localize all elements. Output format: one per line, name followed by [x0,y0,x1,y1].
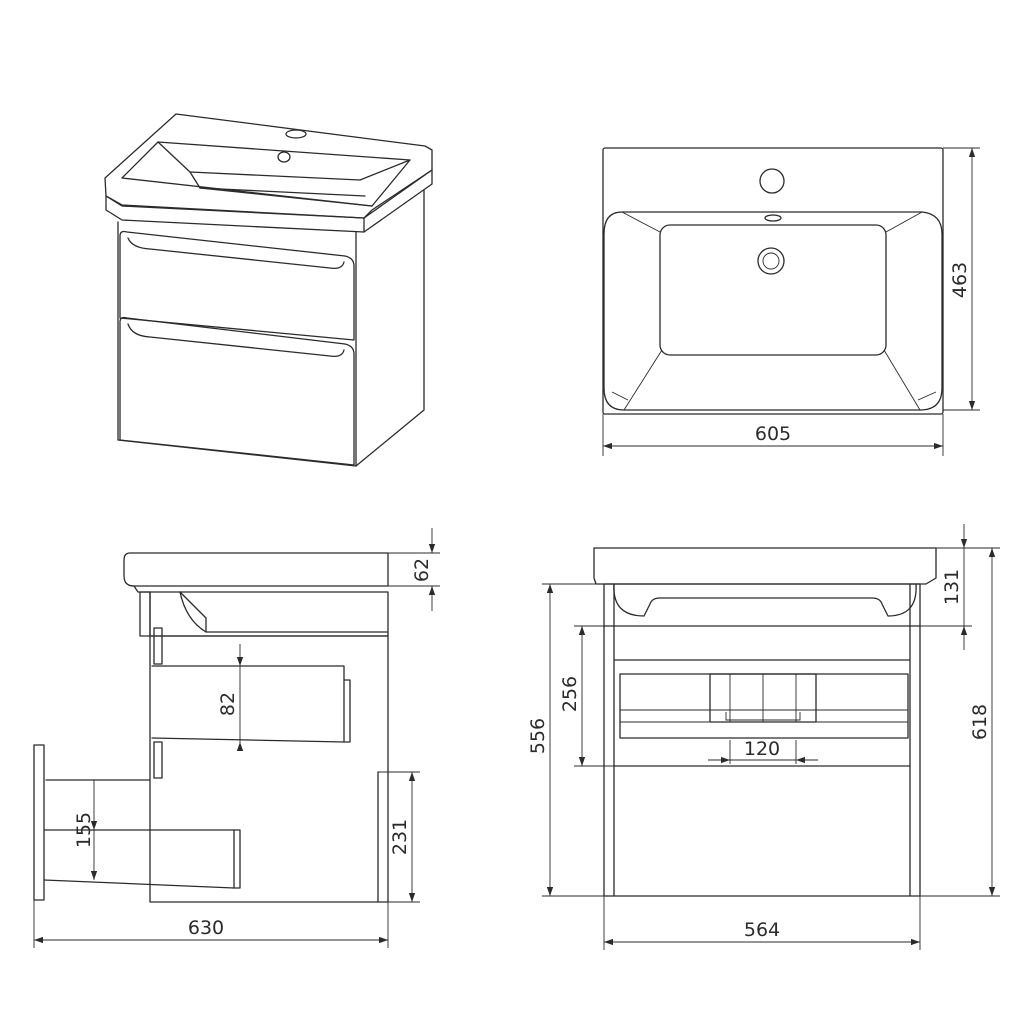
top-view: 605 463 [602,147,980,456]
drawer-lower-front-open [33,744,45,901]
dim-side-drawer-gap: 82 [217,692,239,716]
dim-top-depth: 463 [949,262,971,298]
cabinet-front-body [603,583,921,897]
dim-front-total-height: 618 [969,704,991,740]
dim-side-back-height: 231 [389,819,411,855]
drain-icon [277,151,291,163]
basin-side [123,552,389,587]
overflow-icon [764,214,782,222]
cabinet-side [355,189,425,467]
dim-front-basin-height: 131 [941,569,963,605]
tap-hole-icon [285,129,307,139]
dim-top-width: 605 [755,423,791,445]
drawer-upper [119,230,355,341]
basin-front [593,547,937,585]
tap-hole-icon [759,168,785,194]
basin-top-outline [104,113,433,219]
basin-bowl [121,141,411,207]
bowl-inner [659,224,887,356]
bowl-outer [603,211,943,411]
front-view: 120 131 618 556 256 564 [527,524,1000,950]
isometric-view [104,113,433,467]
drawer-lower [119,316,355,466]
dim-front-cabinet-width: 564 [744,919,780,941]
basin-outline-top [602,147,944,415]
cabinet-side-body [149,635,389,903]
dim-front-cabinet-height: 556 [527,718,549,754]
drawer-upper-side [151,665,345,743]
dim-side-total-depth: 630 [188,917,224,939]
dim-side-basin-height: 62 [411,558,433,582]
side-view: 62 82 155 231 630 [33,528,440,948]
dim-side-lower-drawer: 155 [73,812,95,848]
drain-icon [757,247,785,275]
dim-front-siphon-width: 120 [744,738,780,760]
dim-front-inner-height: 256 [559,676,581,712]
